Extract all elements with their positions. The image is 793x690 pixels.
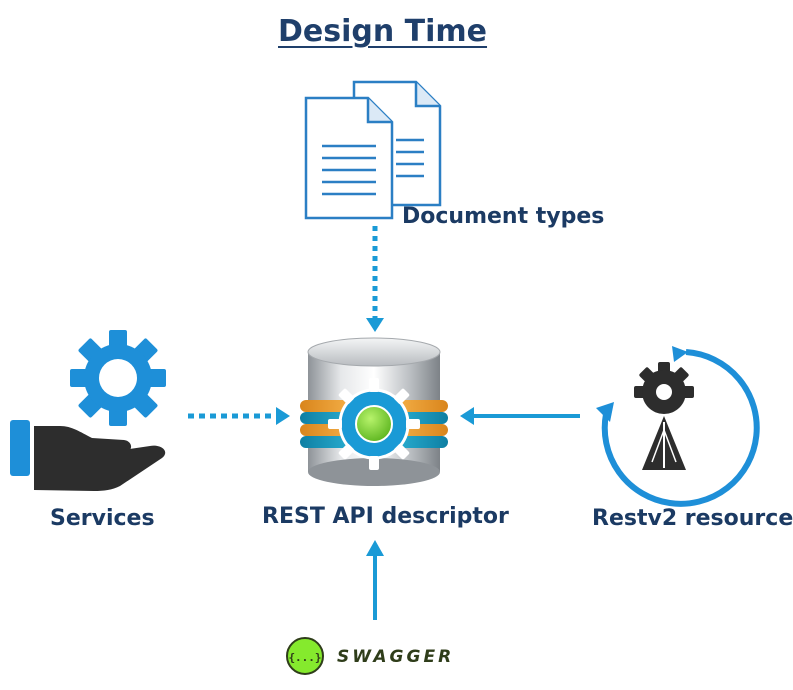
page-title: Design Time [278,14,488,49]
swagger-label: SWAGGER [337,647,455,667]
document-types-label: Document types [402,204,605,229]
swagger-logo-icon: {...} [286,637,324,675]
restv2-resource-label: Restv2 resource [592,506,793,531]
rest-api-descriptor-label: REST API descriptor [262,504,509,529]
arrow-restv2-to-descriptor [460,407,580,425]
arrow-swagger-to-descriptor [366,540,384,620]
gear-cycle-icon [596,346,760,507]
gear-hand-icon [10,330,166,491]
services-label: Services [50,506,155,531]
swagger-badge-glyph: {...} [288,651,321,664]
database-icon [300,337,448,486]
arrow-services-to-descriptor [188,407,290,425]
arrow-document-to-descriptor [366,226,384,332]
document-icon [304,80,442,220]
